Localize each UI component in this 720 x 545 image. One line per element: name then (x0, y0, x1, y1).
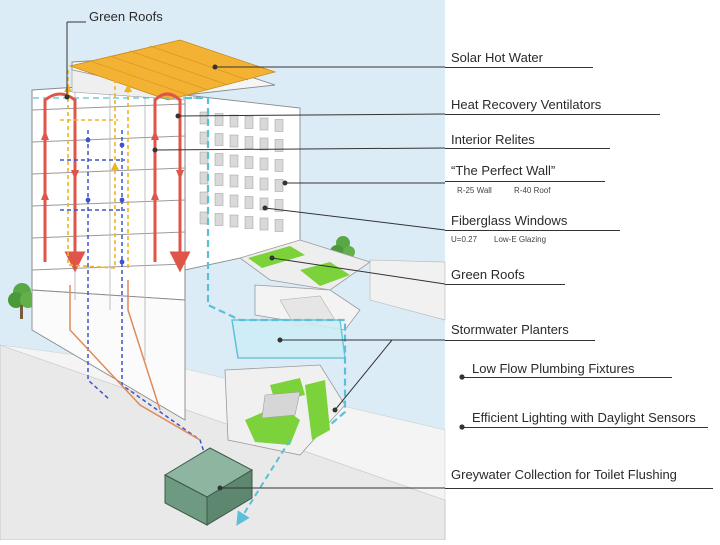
facade-window (244, 216, 254, 229)
floor-slab (31, 103, 186, 111)
callout-fiberglass-windows: Fiberglass Windows (451, 213, 568, 228)
callout-underline (445, 148, 610, 150)
green-roofs-top-label: Green Roofs (89, 9, 163, 24)
facade-window (274, 119, 284, 132)
callout-heat-recovery-ventilators: Heat Recovery Ventilators (451, 97, 602, 112)
facade-window (274, 219, 284, 232)
callout-underline (445, 230, 620, 232)
callout-green-roofs: Green Roofs (451, 267, 525, 282)
windows-low-e: Low-E Glazing (494, 235, 547, 244)
facade-window (274, 159, 284, 172)
callout-underline (445, 488, 713, 490)
facade-window (214, 193, 224, 206)
facade-window (244, 156, 254, 169)
facade-window (244, 116, 254, 129)
lighting-bullet (459, 424, 465, 430)
facade-window (214, 113, 224, 126)
floor-slab (31, 231, 186, 239)
stormwater-flow (236, 439, 291, 526)
callout-interior-relites: Interior Relites (451, 132, 535, 147)
callout-underline (445, 181, 605, 183)
facade-window (259, 217, 269, 231)
callout-perfect-wall: “The Perfect Wall” (451, 163, 556, 178)
facade-window (244, 196, 254, 209)
facade-windows (199, 111, 284, 232)
floor-slab (31, 135, 186, 143)
perfect-wall-r40: R-40 Roof (514, 186, 551, 195)
plumbing-bullet (459, 374, 465, 380)
green-roof-upper (248, 246, 305, 268)
facade-window (274, 179, 284, 192)
facade-window (214, 173, 224, 186)
hrv-duct (185, 96, 347, 426)
facade-window (199, 171, 209, 185)
floor-slab (31, 199, 186, 207)
drain-lines (69, 280, 201, 441)
callout-efficient-lighting: Efficient Lighting with Daylight Sensors (472, 410, 696, 425)
callout-solar-hot-water: Solar Hot Water (451, 50, 543, 65)
floor-slab (31, 167, 186, 175)
facade-window (229, 114, 239, 128)
windows-u-value: U=0.27 (451, 235, 478, 244)
facade-window (199, 191, 209, 205)
facade-window (214, 133, 224, 146)
facade-window (244, 176, 254, 189)
callout-greywater-collection: Greywater Collection for Toilet Flushing (451, 467, 677, 482)
facade-window (259, 177, 269, 191)
facade-window (229, 214, 239, 228)
facade-window (199, 211, 209, 225)
facade-window (199, 151, 209, 165)
facade-window (199, 111, 209, 125)
callout-underline (464, 427, 708, 429)
callout-underline (464, 377, 672, 379)
facade-window (199, 131, 209, 145)
heat-loop-right (153, 92, 191, 273)
facade-window (244, 136, 254, 149)
callout-underline (445, 114, 660, 116)
facade-window (214, 153, 224, 166)
facade-window (229, 174, 239, 188)
heat-loop-left (43, 92, 86, 273)
facade-window (229, 134, 239, 148)
facade-window (274, 139, 284, 152)
callout-underline (445, 340, 595, 342)
facade-window (229, 194, 239, 208)
green-lower-2 (305, 380, 330, 440)
callout-underline (445, 284, 565, 286)
facade-window (259, 117, 269, 131)
facade-window (259, 137, 269, 151)
stormwater-planter-box (231, 319, 346, 359)
leader-lines (66, 21, 446, 489)
facade-window (229, 154, 239, 168)
facade-window (274, 199, 284, 212)
hot-water-lines (60, 68, 129, 269)
facade-window (259, 157, 269, 171)
solar-panels (68, 39, 277, 101)
greywater-tank (163, 447, 254, 526)
facade-window (214, 213, 224, 226)
callout-low-flow-plumbing: Low Flow Plumbing Fixtures (472, 361, 635, 376)
callout-underline (445, 67, 593, 69)
perfect-wall-r25: R-25 Wall (457, 186, 492, 195)
floor-slab (31, 263, 186, 271)
callout-stormwater-planters: Stormwater Planters (451, 322, 569, 337)
